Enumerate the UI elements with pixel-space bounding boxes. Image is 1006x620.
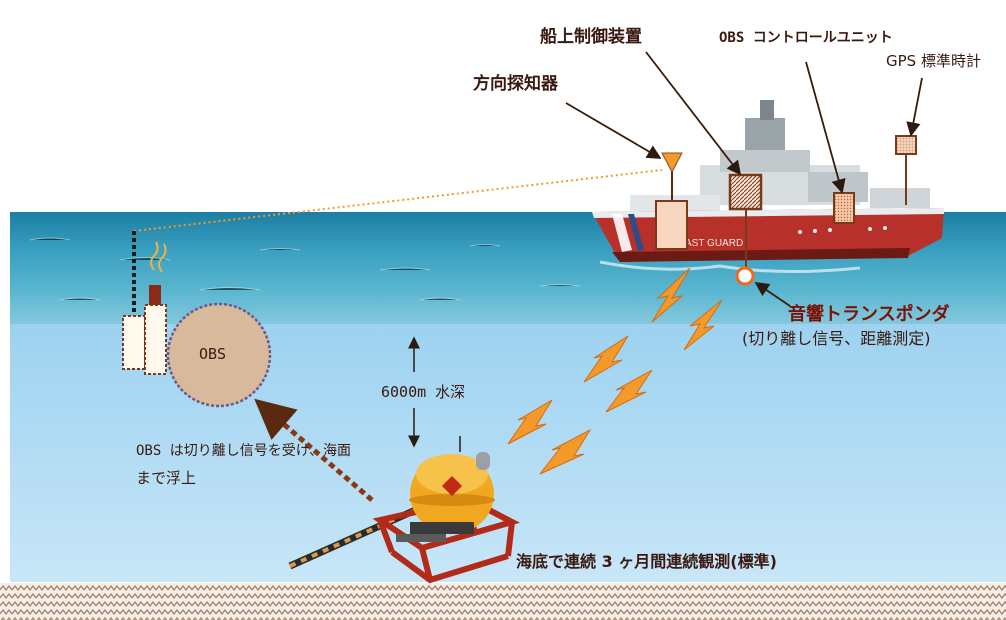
surfaced-obs — [122, 231, 272, 408]
obs-control-unit-label: OBS コントロールユニット — [719, 30, 893, 46]
acoustic-transponder-label: 音響トランスポンダ — [788, 304, 950, 325]
seabed — [0, 583, 1006, 620]
surface-note-line2: まで浮上 — [136, 469, 197, 487]
direction-finder-label: 方向探知器 — [473, 74, 558, 94]
seafloor-obs — [288, 436, 521, 584]
ship-controller-label: 船上制御装置 — [540, 27, 642, 47]
obs-buoy-sphere — [166, 302, 272, 408]
research-ship: COAST GUARD — [592, 100, 944, 274]
transponder-note-label: (切り離し信号、距離測定) — [742, 329, 931, 348]
acoustic-transponder — [735, 266, 755, 286]
gps-clock-label: GPS 標準時計 — [886, 52, 981, 70]
direction-finder-antenna — [661, 152, 683, 174]
water-depth-label: 6000m 水深 — [381, 383, 466, 401]
seafloor-note-label: 海底で連続 3 ヶ月間連続観測(標準) — [516, 552, 777, 571]
obs-buoy-label: OBS — [199, 345, 227, 363]
ship-hull-text: COAST GUARD — [670, 238, 743, 249]
surface-note-line1: OBS は切り離し信号を受け、海面 — [136, 443, 352, 459]
acoustic-signals — [507, 267, 723, 475]
obs-control-unit-box — [833, 192, 855, 224]
wave-highlights — [29, 237, 581, 301]
ship-controller-box — [728, 173, 763, 211]
ship-controller-box-left — [655, 200, 688, 250]
radio-link-line — [133, 169, 663, 232]
gps-clock-box — [895, 135, 917, 155]
ascent-arrow — [254, 398, 374, 502]
